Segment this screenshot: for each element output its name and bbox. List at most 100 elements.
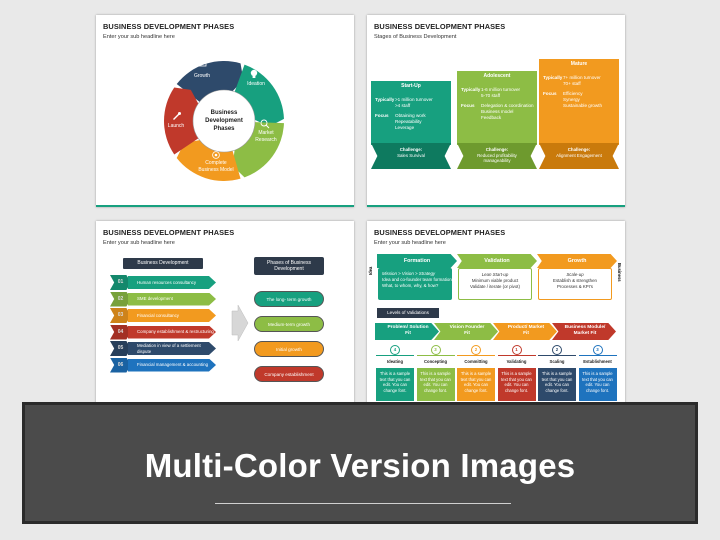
row-label: SME development — [137, 296, 173, 302]
phase-header-text: Validation — [484, 258, 510, 264]
pill-label: Company establishment — [264, 372, 314, 377]
challenge-banner: Challenge:Reduced profitability manageab… — [457, 143, 537, 169]
focus-item: Synergy — [563, 96, 580, 102]
search-icon — [260, 119, 270, 129]
stage-badge: 4 — [390, 345, 400, 355]
slide-thumbnail-3[interactable]: BUSINESS DEVELOPMENT PHASES Enter your s… — [96, 221, 354, 413]
typically-key: Typically — [461, 87, 481, 92]
phase-body: Scale-up Establish & strengthen Processe… — [538, 268, 612, 300]
center-line-1: Business — [211, 110, 238, 116]
stage-body: This is a sample text that you can edit.… — [578, 368, 617, 401]
stage-body: This is a sample text that you can edit.… — [416, 368, 455, 401]
focus-item: Business model — [481, 108, 514, 114]
pill-label: Medium-term growth — [267, 322, 311, 327]
stage-column-concepting: 3 Concepting This is a sample text that … — [416, 345, 455, 401]
segment-label-ideation: Ideation — [247, 81, 265, 87]
challenge-banner: Challenge:Sales Survival — [371, 143, 451, 169]
validation-level-text: Business Module/ Market Fit — [564, 325, 606, 336]
phase-name: Mature — [570, 61, 588, 67]
row-number-badge: 06 — [110, 357, 131, 373]
focus-key: Focus — [543, 91, 557, 96]
challenge-key: Challenge: — [567, 147, 591, 152]
row-number-badge: 01 — [110, 275, 131, 290]
row-number: 02 — [117, 295, 124, 302]
cycle-segment-growth — [176, 61, 244, 102]
stage-body: This is a sample text that you can edit.… — [538, 368, 576, 401]
phase-body-title: Scale-up — [566, 272, 584, 277]
stage-column-committing: 2 Committing This is a sample text that … — [457, 345, 495, 401]
validation-level: Vision Founder Fit — [434, 323, 498, 340]
stage-name: Scaling — [538, 355, 576, 366]
focus-item: Efficiency — [563, 91, 583, 96]
center-line-3: Phases — [213, 126, 235, 132]
phase-pill: Company establishment — [254, 366, 324, 382]
row-label: Financial management & accounting — [137, 362, 209, 368]
row-label: Human resources consultancy — [137, 279, 197, 285]
phase-header-growth: Growth — [537, 254, 617, 268]
side-label-business: Business — [617, 263, 622, 282]
slide-accent-line — [367, 205, 625, 207]
validation-level: Problem/ Solution Fit — [375, 323, 439, 340]
left-header: Business Development — [123, 258, 203, 269]
row-number: 01 — [117, 279, 124, 285]
phase-body-line: Minimum viable product — [471, 277, 519, 283]
slide-title: BUSINESS DEVELOPMENT PHASES — [103, 228, 235, 237]
slide-thumbnail-2[interactable]: BUSINESS DEVELOPMENT PHASES Stages of Bu… — [367, 15, 625, 207]
row-label: Company establishment & restructuring — [137, 329, 214, 335]
typically-item: 1-6 million turnover — [481, 87, 521, 92]
segment-label-complete: Complete — [205, 160, 227, 166]
banner-underline — [215, 503, 511, 504]
phase-pill: The long- term growth — [254, 291, 324, 307]
segment-label-market: Market — [258, 130, 274, 136]
challenge-key: Challenge: — [485, 147, 509, 152]
row-label: Mediation in view of a settlement disput… — [137, 343, 201, 354]
stage-badge: 2 — [552, 345, 562, 355]
stage-name: Ideating — [376, 355, 414, 366]
typically-key: Typically — [375, 97, 395, 102]
challenge-text: Sales Survival — [397, 152, 425, 158]
slide-accent-line — [96, 205, 354, 207]
focus-key: Focus — [375, 113, 389, 118]
slide-subtitle: Enter your sub headline here — [374, 240, 446, 246]
stage-badge: 2 — [471, 345, 481, 355]
stage-column-validating: 1 Validating This is a sample text that … — [497, 345, 536, 401]
row-number-badge: 03 — [110, 308, 131, 323]
phase-pill: Initial growth — [254, 341, 324, 357]
phase-body-line: Idea and co-founder team formation — [382, 276, 452, 282]
focus-key: Focus — [461, 103, 475, 108]
focus-item: Repeatability — [395, 118, 422, 124]
typically-key: Typically — [543, 75, 563, 80]
stage-badge: 3 — [592, 345, 603, 355]
row-number-badge: 05 — [110, 341, 131, 356]
phase-header-text: Growth — [567, 258, 587, 264]
target-icon — [212, 151, 220, 159]
row-number-badge: 04 — [110, 324, 131, 340]
rocket-icon — [173, 112, 181, 120]
cycle-segment-complete-business-model — [176, 140, 241, 182]
row-label: Financial consultancy — [137, 312, 179, 318]
side-label-idea: Idea — [368, 266, 373, 275]
stage-name: Committing — [457, 355, 495, 366]
phase-body-title: Mission > Vision > Strategy — [382, 271, 436, 276]
row-band: Financial consultancy — [128, 309, 216, 322]
validation-level: Business Module/ Market Fit — [552, 323, 616, 340]
phase-cycle-diagram: Business Development Phases Growth Ideat… — [164, 58, 284, 182]
focus-item: Leverage — [395, 124, 415, 130]
slide-title: BUSINESS DEVELOPMENT PHASES — [103, 22, 235, 31]
phase-header-formation: Formation — [377, 254, 457, 268]
slide-thumbnail-4[interactable]: BUSINESS DEVELOPMENT PHASES Enter your s… — [367, 221, 625, 413]
stage-name: Concepting — [416, 355, 455, 366]
typically-item: >4 staff — [395, 102, 411, 108]
phase-body-title: Lean Start-up — [481, 272, 509, 277]
slide-thumbnail-1[interactable]: BUSINESS DEVELOPMENT PHASES Enter your s… — [96, 15, 354, 207]
right-header: Phases of Business Development — [254, 257, 324, 275]
phase-body-line: Validate / iterate (or pivot) — [470, 283, 520, 289]
lightbulb-icon — [250, 69, 258, 78]
segment-label-launch: Launch — [168, 123, 185, 129]
stage-column-establishment: 3 Establishment This is a sample text th… — [578, 345, 617, 401]
slide-subtitle: Stages of Business Development — [374, 34, 457, 40]
phase-body-line: Processes & KPI's — [557, 283, 593, 289]
validation-level-text: Product/ Market Fit — [507, 325, 545, 336]
phase-header-text: Formation — [403, 258, 431, 264]
stage-badge: 3 — [430, 345, 441, 355]
